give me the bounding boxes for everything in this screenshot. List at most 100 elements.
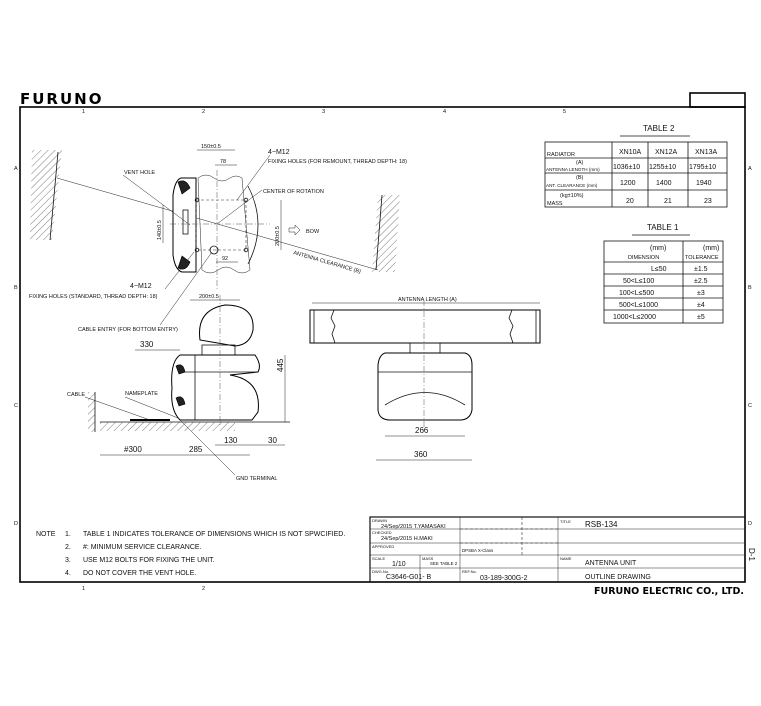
table-2-header: XN10A: [619, 149, 642, 156]
title-value: RSB-134: [585, 520, 618, 529]
bow-label: BOW: [306, 229, 320, 235]
note-text: DO NOT COVER THE VENT HOLE.: [83, 570, 196, 577]
cell: 1255±10: [649, 164, 676, 171]
table-2-header: RADIATOR: [547, 152, 575, 158]
dim-445: 445: [276, 358, 285, 372]
sheet-mark: D-1: [747, 548, 756, 561]
standard-holes-label: FIXING HOLES (STANDARD, THREAD DEPTH: 18…: [29, 294, 158, 300]
note-number: 2.: [65, 544, 71, 551]
col-marker: 4: [443, 109, 446, 115]
col-marker: 3: [322, 109, 325, 115]
dim-200-vertical: 200±0.5: [275, 226, 281, 246]
gnd-terminal-label: GND TERMINAL: [236, 476, 277, 482]
mass-value: SEE TABLE 2: [430, 561, 458, 566]
remount-m12-label: 4−M12: [268, 149, 290, 156]
table-2-title: TABLE 2: [643, 124, 675, 133]
notes: NOTE 1. TABLE 1 INDICATES TOLERANCE OF D…: [36, 531, 345, 577]
name-label: NAME: [560, 556, 572, 561]
table-2-header: XN13A: [695, 149, 718, 156]
header-unit: (mm): [650, 245, 666, 252]
checked-label: CHECKED: [372, 530, 392, 535]
cell: 1940: [696, 180, 712, 187]
header-unit: (mm): [703, 245, 719, 252]
cell: 100<L≤500: [619, 290, 654, 297]
row-marker: B: [14, 285, 18, 291]
approved-label: APPROVED: [372, 544, 394, 549]
drawn-label: DRAWN: [372, 518, 387, 523]
cell: L≤50: [651, 266, 667, 273]
header-tolerance: TOLERANCE: [685, 255, 719, 261]
col-marker: 5: [563, 109, 566, 115]
cell: 500<L≤1000: [619, 302, 658, 309]
dim-285: 285: [189, 445, 203, 454]
row-marker: C: [14, 403, 18, 409]
top-view: 150±0.5 78 140±0.5 200±0.5 92 200±0.5 VE…: [29, 144, 407, 333]
note-number: 4.: [65, 570, 71, 577]
cell: 50<L≤100: [623, 278, 654, 285]
note-number: 1.: [65, 531, 71, 538]
dim-266: 266: [415, 426, 429, 435]
row-marker: A: [14, 166, 18, 172]
cell: 21: [664, 198, 672, 205]
dim-150: 150±0.5: [201, 144, 221, 150]
checked-value: 24/Sep/2015 H.MAKI: [381, 536, 433, 542]
cell: ±5: [697, 314, 705, 321]
center-of-rotation-label: CENTER OF ROTATION: [263, 189, 324, 195]
row-label: ANTENNA LENGTH (mm): [546, 167, 600, 172]
vent-hole-label: VENT HOLE: [124, 170, 155, 176]
radiator: [309, 309, 541, 344]
row-label-top: (B): [576, 175, 584, 181]
table-1-title: TABLE 1: [647, 223, 679, 232]
cell: 1000<L≤2000: [613, 314, 656, 321]
dim-330: 330: [140, 340, 154, 349]
title-label: TITLE: [560, 519, 571, 524]
row-marker: C: [748, 403, 752, 409]
name-value-2: OUTLINE DRAWING: [585, 574, 651, 581]
company-name: FURUNO ELECTRIC CO., LTD.: [594, 586, 744, 597]
col-marker: 1: [82, 109, 85, 115]
dim-300: #300: [124, 445, 142, 454]
dim-140: 140±0.5: [157, 220, 163, 240]
dim-92: 92: [222, 256, 228, 262]
cell: 1036±10: [613, 164, 640, 171]
antenna-clearance-label: ANTENNA CLEARANCE (B): [292, 250, 361, 275]
row-marker: D: [14, 521, 18, 527]
table-1: TABLE 1 (mm) DIMENSION (mm) TOLERANCE L≤…: [603, 223, 724, 324]
note-text: TABLE 1 INDICATES TOLERANCE OF DIMENSION…: [83, 531, 345, 538]
col-marker: 2: [202, 109, 205, 115]
furuno-logo: FURUNO: [20, 90, 103, 108]
drawn-value: 24/Sep/2015 T.YAMASAKI: [381, 524, 446, 530]
dwg-label: DWG.No.: [372, 569, 389, 574]
revision-box: [689, 92, 746, 108]
row-label-top: (A): [576, 160, 584, 166]
note-number: 3.: [65, 557, 71, 564]
standard-m12-label: 4−M12: [130, 283, 152, 290]
cell: 1795±10: [689, 164, 716, 171]
cell: 23: [704, 198, 712, 205]
row-label: ANT. CLEARANCE (mm): [546, 183, 598, 188]
cell: 20: [626, 198, 634, 205]
mass-label: MASS: [422, 556, 434, 561]
side-view: 330 445 CABLE NAMEPLATE #300 285 130 30 …: [67, 295, 290, 482]
grid-markers: 1 2 3 4 5 1 2 A B C D A B C D D-1: [14, 109, 756, 592]
title-block: DRAWN 24/Sep/2015 T.YAMASAKI CHECKED 24/…: [369, 516, 746, 597]
dim-200-horizontal: 200±0.5: [199, 294, 219, 300]
note-label: NOTE: [36, 531, 56, 538]
row-marker: B: [748, 285, 752, 291]
antenna-length-label: ANTENNA LENGTH (A): [398, 297, 457, 303]
col-marker: 1: [82, 586, 85, 592]
row-label: MASS: [547, 201, 563, 207]
note-text: USE M12 BOLTS FOR FIXING THE UNIT.: [83, 557, 215, 564]
cable-label: CABLE: [67, 392, 85, 398]
right-wall-hatch: [372, 195, 400, 272]
dim-130: 130: [224, 436, 238, 445]
cell: 1400: [656, 180, 672, 187]
dim-30: 30: [268, 436, 277, 445]
nameplate-label: NAMEPLATE: [125, 391, 158, 397]
table-2: TABLE 2 RADIATOR XN10A XN12A XN13A (A) A…: [544, 124, 728, 208]
row-marker: D: [748, 521, 752, 527]
note-text: #: MINIMUM SERVICE CLEARANCE.: [83, 544, 202, 551]
cell: ±1.5: [694, 266, 708, 273]
header-dimension: DIMENSION: [628, 255, 659, 261]
